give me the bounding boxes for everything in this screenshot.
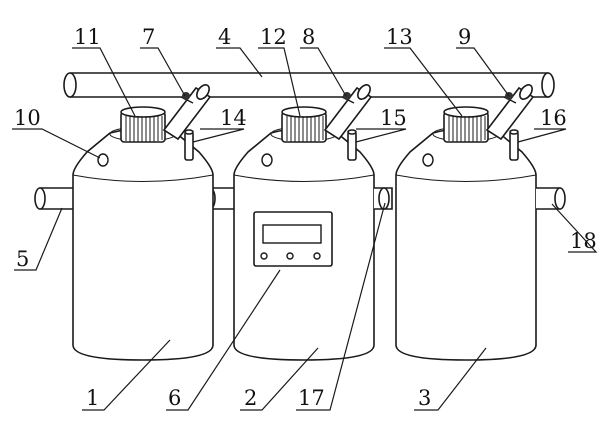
outlet-pipe: [536, 187, 566, 210]
label-13: 13: [386, 25, 413, 49]
label-15: 15: [380, 106, 407, 130]
control-box: [253, 211, 333, 267]
vent-tube-1: [184, 129, 194, 161]
observation-port: [97, 153, 109, 167]
motor-3: [443, 106, 489, 143]
label-8: 8: [302, 25, 315, 49]
valve-2: [323, 84, 373, 141]
label-14: 14: [220, 106, 247, 130]
label-6: 6: [168, 386, 181, 410]
main-pipe: [63, 72, 555, 98]
label-5: 5: [16, 247, 29, 271]
motor-2: [281, 106, 327, 143]
callout-labels: 11 7 4 12 8 13 9 10 14 15 16 5 18 1 6 2 …: [14, 25, 597, 410]
tank-1: [34, 84, 241, 361]
label-18: 18: [570, 229, 597, 253]
valve-3: [485, 84, 535, 141]
label-1: 1: [86, 386, 99, 410]
label-7: 7: [142, 25, 155, 49]
tank-2: [233, 84, 393, 361]
label-11: 11: [74, 25, 101, 49]
label-4: 4: [218, 25, 231, 49]
label-10: 10: [14, 106, 41, 130]
label-12: 12: [260, 25, 287, 49]
leader-lines: [12, 47, 598, 411]
label-17: 17: [298, 386, 325, 410]
vent-tube-2: [347, 129, 357, 161]
valve-1: [162, 84, 212, 141]
label-3: 3: [418, 386, 431, 410]
label-9: 9: [458, 25, 471, 49]
motor-1: [120, 106, 166, 143]
inlet-pipe: [34, 187, 74, 210]
label-2: 2: [244, 386, 257, 410]
label-16: 16: [540, 106, 567, 130]
tank-3: [378, 84, 566, 361]
vent-tube-3: [509, 129, 519, 161]
